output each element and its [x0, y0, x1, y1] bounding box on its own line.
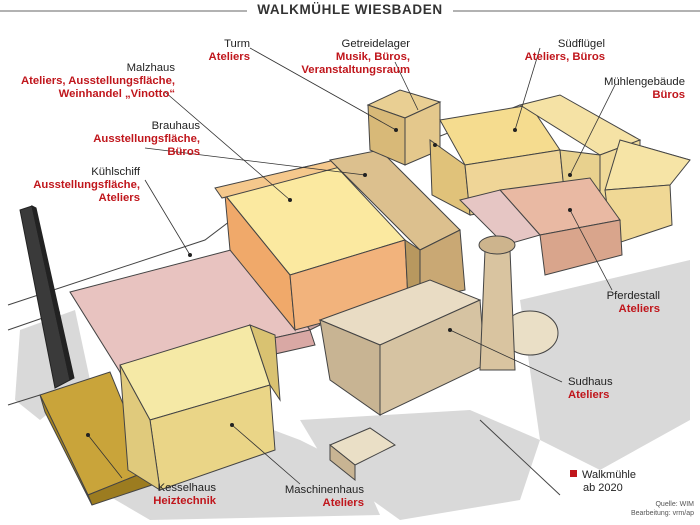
- building-muehlengebaeude: [604, 139, 691, 246]
- legend-label: Walkmühle: [582, 469, 636, 481]
- label-muehlengebaeude: Mühlengebäude Büros: [603, 76, 685, 101]
- label-brauhaus: Brauhaus Ausstellungsfläche, Büros: [93, 120, 200, 158]
- leader-dots: [86, 128, 572, 437]
- building-maschinenhaus: [119, 324, 281, 491]
- legend-swatch: [570, 470, 577, 477]
- building-getreidelager: [429, 104, 566, 216]
- label-kuehlschiff: Kühlschiff Ausstellungsfläche, Ateliers: [33, 166, 140, 204]
- label-malzhaus: Malzhaus Ateliers, Ausstellungsfläche, W…: [20, 62, 175, 100]
- legend: Walkmühle ab 2020: [570, 469, 636, 495]
- building-turm: [366, 89, 442, 166]
- building-sudhaus-tower: [478, 235, 516, 371]
- label-suedfluegel: Südflügel Ateliers, Büros: [524, 38, 605, 63]
- building-small-shed: [329, 427, 396, 482]
- label-turm: Turm Ateliers: [208, 38, 250, 63]
- chimney: [19, 205, 75, 389]
- label-sudhaus: Sudhaus Ateliers: [568, 376, 613, 401]
- source-credit: Quelle: WIM Bearbeitung: vrm/ap: [631, 500, 694, 518]
- label-pferdestall: Pferdestall Ateliers: [606, 290, 660, 315]
- leader-lines: [87, 47, 616, 485]
- label-kesselhaus: Kesselhaus Heiztechnik: [153, 482, 216, 507]
- building-sudhaus: [318, 279, 559, 416]
- legend-sublabel: ab 2020: [583, 482, 623, 494]
- editing-credit: Bearbeitung: vrm/ap: [630, 510, 694, 517]
- source-line: Quelle: WIM: [655, 501, 694, 508]
- label-maschinenhaus: Maschinenhaus Ateliers: [284, 484, 364, 509]
- header: WALKMÜHLE WIESBADEN: [0, 0, 700, 22]
- label-getreidelager: Getreidelager Musik, Büros, Veranstaltun…: [301, 38, 410, 76]
- building-pferdestall: [459, 177, 623, 276]
- page-title: WALKMÜHLE WIESBADEN: [0, 2, 700, 17]
